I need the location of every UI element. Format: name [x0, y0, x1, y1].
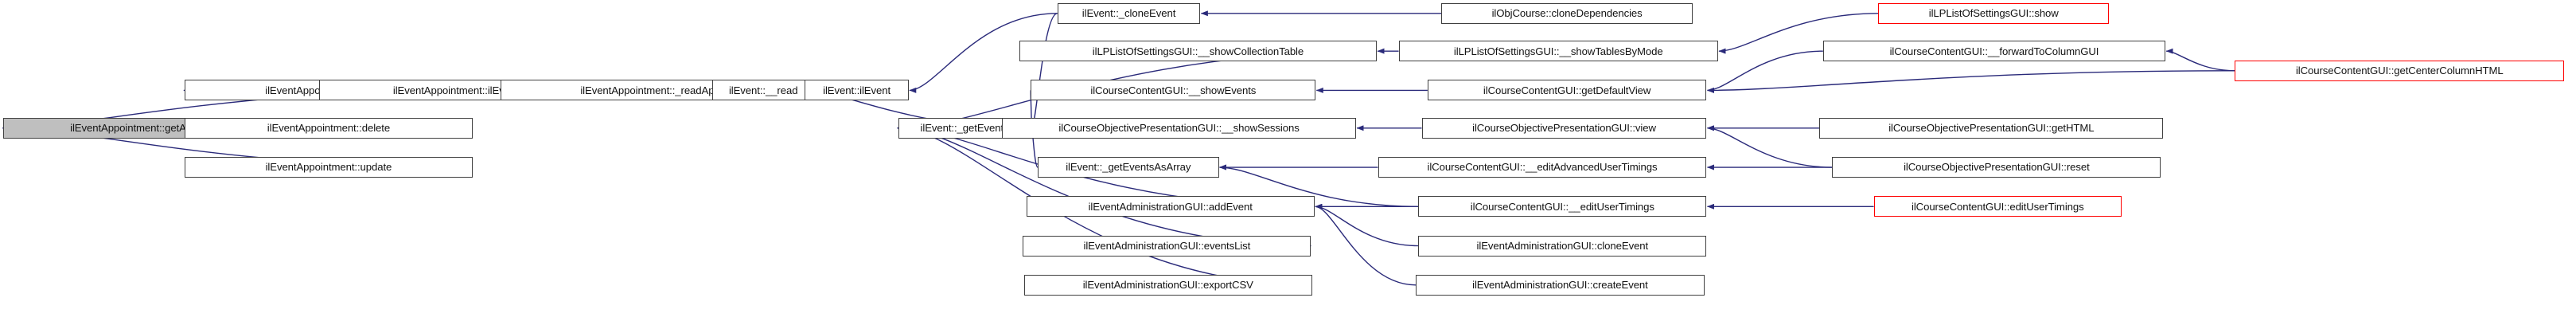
- graph-node[interactable]: ilCourseObjectivePresentationGUI::view: [1421, 117, 1707, 139]
- graph-node[interactable]: ilCourseContentGUI::editUserTimings: [1873, 196, 2122, 217]
- graph-node[interactable]: ilEventAppointment::delete: [184, 117, 474, 139]
- graph-node-label: ilEvent::_cloneEvent: [1081, 7, 1176, 20]
- graph-edge: [2165, 48, 2235, 72]
- graph-node-label: ilEventAdministrationGUI::cloneEvent: [1476, 239, 1649, 252]
- graph-node[interactable]: ilCourseContentGUI::__showEvents: [1031, 80, 1316, 101]
- graph-node[interactable]: ilEvent::__read: [712, 80, 814, 101]
- graph-node-label: ilCourseContentGUI::__editUserTimings: [1470, 200, 1654, 213]
- graph-edge: [897, 125, 1311, 247]
- graph-node-label: ilCourseContentGUI::__showEvents: [1090, 84, 1257, 96]
- graph-node[interactable]: ilEvent::ilEvent: [805, 80, 909, 101]
- graph-node-label: ilCourseContentGUI::__editAdvancedUserTi…: [1427, 161, 1658, 174]
- graph-node-label: ilEventAdministrationGUI::eventsList: [1083, 239, 1251, 252]
- graph-node[interactable]: ilLPListOfSettingsGUI::__showTablesByMod…: [1398, 41, 1718, 62]
- graph-edge: [1031, 13, 1058, 131]
- graph-edge: [1706, 50, 1823, 93]
- graph-node-label: ilCourseContentGUI::__forwardToColumnGUI: [1889, 45, 2099, 57]
- graph-node[interactable]: ilEventAdministrationGUI::exportCSV: [1023, 274, 1312, 296]
- graph-node-label: ilLPListOfSettingsGUI::__showTablesByMod…: [1453, 45, 1663, 57]
- graph-node[interactable]: ilLPListOfSettingsGUI::__showCollectionT…: [1019, 41, 1378, 62]
- graph-node-label: ilLPListOfSettingsGUI::__showCollectionT…: [1092, 45, 1304, 57]
- graph-node-label: ilEventAdministrationGUI::exportCSV: [1082, 279, 1253, 292]
- graph-node-label: ilEvent::ilEvent: [823, 84, 891, 96]
- graph-node[interactable]: ilEvent::_getEventsAsArray: [1038, 157, 1219, 178]
- graph-node-label: ilCourseContentGUI::editUserTimings: [1912, 200, 2084, 213]
- graph-node[interactable]: ilCourseContentGUI::__forwardToColumnGUI: [1822, 41, 2166, 62]
- graph-node[interactable]: ilEventAppointment::update: [184, 157, 474, 178]
- graph-node[interactable]: ilCourseContentGUI::getDefaultView: [1427, 80, 1707, 101]
- graph-node[interactable]: ilCourseContentGUI::__editUserTimings: [1418, 196, 1707, 217]
- graph-node-label: ilEventAppointment::delete: [267, 122, 391, 135]
- graph-node[interactable]: ilLPListOfSettingsGUI::show: [1878, 2, 2110, 24]
- graph-node[interactable]: ilCourseContentGUI::__editAdvancedUserTi…: [1378, 157, 1707, 178]
- graph-node[interactable]: ilEventAdministrationGUI::cloneEvent: [1418, 235, 1707, 257]
- graph-node-label: ilCourseObjectivePresentationGUI::reset: [1904, 161, 2090, 174]
- graph-node[interactable]: ilEventAdministrationGUI::addEvent: [1026, 196, 1315, 217]
- graph-node-label: ilCourseObjectivePresentationGUI::getHTM…: [1888, 122, 2095, 135]
- graph-node-label: ilLPListOfSettingsGUI::show: [1928, 7, 2059, 20]
- graph-node-label: ilCourseObjectivePresentationGUI::__show…: [1058, 122, 1300, 135]
- graph-node-label: ilCourseContentGUI::getDefaultView: [1483, 84, 1651, 96]
- graph-edge: [1315, 203, 1417, 286]
- graph-node-label: ilEvent::_getEvents: [920, 122, 1009, 135]
- graph-edge: [1706, 125, 1833, 168]
- graph-node-label: ilEventAdministrationGUI::addEvent: [1088, 200, 1253, 213]
- graph-node-label: ilObjCourse::cloneDependencies: [1491, 7, 1643, 20]
- graph-node[interactable]: ilEvent::_cloneEvent: [1057, 2, 1201, 24]
- graph-node-label: ilEventAppointment::update: [265, 161, 392, 174]
- graph-node[interactable]: ilCourseObjectivePresentationGUI::__show…: [1002, 117, 1356, 139]
- graph-edge: [1315, 203, 1419, 247]
- graph-node[interactable]: ilObjCourse::cloneDependencies: [1441, 2, 1693, 24]
- graph-node-label: ilCourseObjectivePresentationGUI::view: [1472, 122, 1656, 135]
- graph-node-label: ilEventAdministrationGUI::createEvent: [1472, 279, 1648, 292]
- graph-node-label: ilEvent::_getEventsAsArray: [1066, 161, 1191, 174]
- graph-node[interactable]: ilCourseObjectivePresentationGUI::getHTM…: [1819, 117, 2164, 139]
- graph-node[interactable]: ilEventAdministrationGUI::eventsList: [1023, 235, 1311, 257]
- graph-node[interactable]: ilCourseContentGUI::getCenterColumnHTML: [2235, 60, 2565, 81]
- graph-node-label: ilCourseContentGUI::getCenterColumnHTML: [2295, 65, 2504, 77]
- graph-edge: [1706, 70, 2235, 93]
- graph-node[interactable]: ilCourseObjectivePresentationGUI::reset: [1832, 157, 2161, 178]
- graph-node-label: ilEvent::__read: [728, 84, 798, 96]
- graph-node[interactable]: ilEventAdministrationGUI::createEvent: [1416, 274, 1705, 296]
